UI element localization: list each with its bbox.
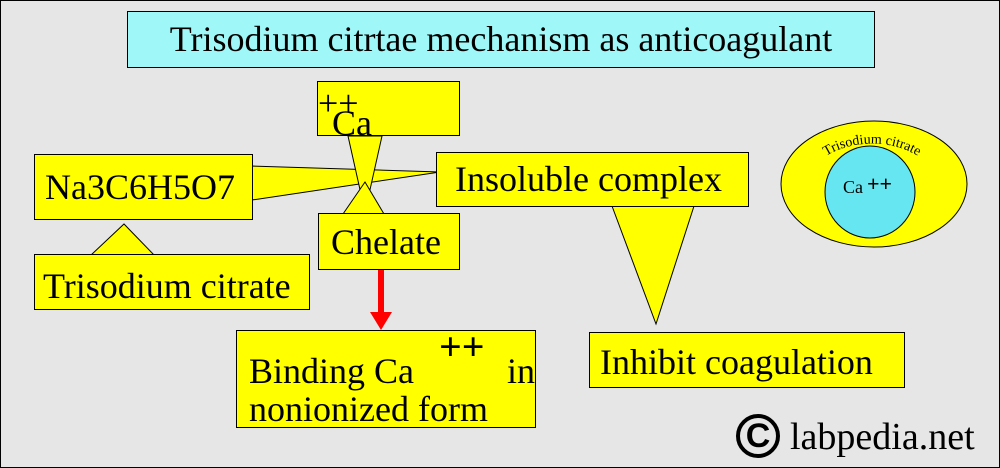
inset-calcium-symbol: Ca	[843, 177, 863, 197]
binding-prefix: Binding Ca	[249, 351, 415, 391]
trisodium-citrate-box: Trisodium citrate	[34, 254, 310, 310]
copyright-icon: C	[736, 414, 780, 458]
calcium-to-chelate-wedge	[347, 135, 383, 213]
calcium-box: Ca ++	[317, 81, 460, 143]
insoluble-complex-box: Insoluble complex	[436, 152, 749, 207]
calcium-symbol: Ca	[332, 103, 372, 143]
formula-callout-pointer	[88, 223, 157, 257]
calcium-inner-circle	[824, 145, 916, 239]
chelate-up-wedge	[342, 181, 385, 215]
site-credit: labpedia.net	[790, 416, 975, 458]
calcium-charge: ++	[318, 83, 359, 123]
binding-calcium-box: Binding Ca ++ in nonionized form	[236, 327, 536, 429]
formula-to-complex-wedge	[251, 165, 441, 201]
formula-box: Na3C6H5O7	[34, 154, 253, 220]
chelate-to-binding-arrow-head	[370, 312, 392, 330]
binding-suffix: in	[507, 351, 536, 391]
binding-charge: ++	[439, 324, 485, 369]
binding-line-2: nonionized form	[249, 389, 488, 429]
binding-line-1: Binding Ca ++ in	[249, 327, 535, 392]
diagram-title: Trisodium citrtae mechanism as anticoagu…	[127, 11, 875, 68]
inhibit-coagulation-box: Inhibit coagulation	[589, 332, 905, 388]
chelate-box: Chelate	[318, 213, 460, 270]
complex-callout-pointer	[611, 205, 695, 326]
inset-calcium-label: Ca ++	[843, 171, 892, 198]
inset-calcium-charge: ++	[867, 171, 893, 196]
